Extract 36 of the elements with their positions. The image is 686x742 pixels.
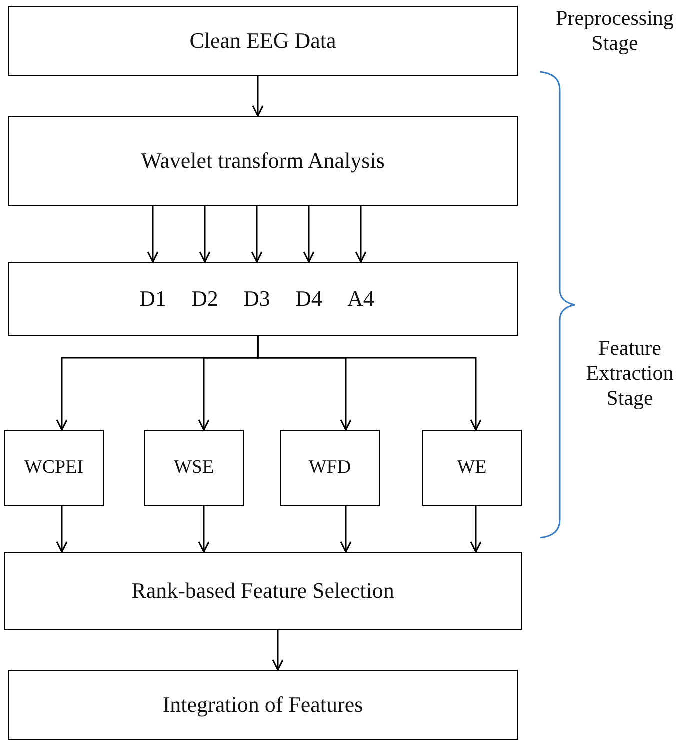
arrow <box>251 206 263 263</box>
box-label: Rank-based Feature Selection <box>132 578 394 604</box>
band-label: D4 <box>294 286 324 312</box>
arrow <box>199 206 211 263</box>
process-box <box>8 116 518 206</box>
process-box <box>280 430 380 506</box>
box-label: WCPEI <box>24 457 84 479</box>
arrow <box>56 506 68 553</box>
arrow <box>198 506 210 553</box>
process-box <box>4 552 522 630</box>
arrow <box>303 206 315 263</box>
band-label: D2 <box>190 286 220 312</box>
box-label: Wavelet transform Analysis <box>141 148 385 174</box>
stage-label: Preprocessing Stage <box>555 6 675 56</box>
arrow <box>147 206 159 263</box>
arrow <box>272 630 284 671</box>
stage-label: Feature Extraction Stage <box>585 336 675 412</box>
box-label: Clean EEG Data <box>190 28 336 54</box>
process-box <box>8 670 518 740</box>
box-label: WFD <box>308 457 352 479</box>
process-box <box>144 430 244 506</box>
band-label: A4 <box>346 286 376 312</box>
arrow <box>340 506 352 553</box>
process-box <box>4 430 104 506</box>
band-label: D1 <box>138 286 168 312</box>
arrow <box>355 206 367 263</box>
process-box <box>8 262 518 336</box>
arrow <box>252 76 264 117</box>
band-label: D3 <box>242 286 272 312</box>
box-label: WE <box>457 457 487 479</box>
process-box <box>422 430 522 506</box>
box-label: Integration of Features <box>162 692 364 718</box>
process-box <box>8 6 518 76</box>
arrow <box>470 506 482 553</box>
box-label: WSE <box>174 457 214 479</box>
arrow <box>257 336 482 431</box>
